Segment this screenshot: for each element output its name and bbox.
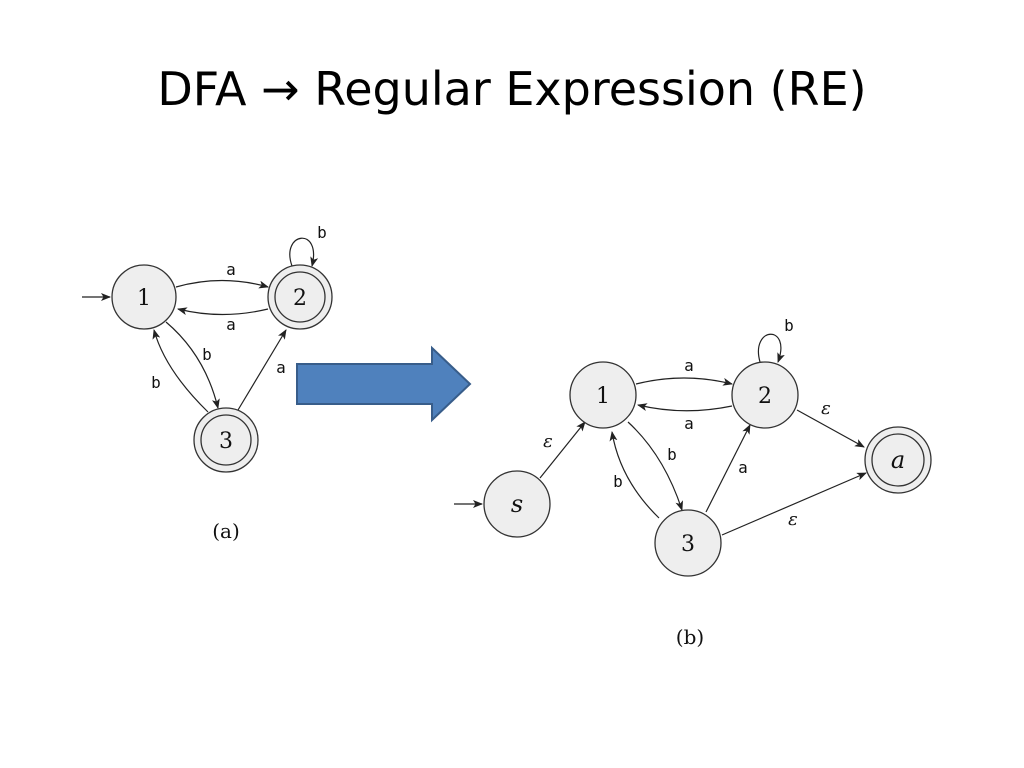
state-label: s — [511, 490, 523, 518]
edge-label: a — [684, 414, 694, 433]
state-b-3: 3 — [654, 509, 722, 577]
state-b-accept: a — [864, 426, 932, 494]
caption-b: (b) — [676, 625, 704, 649]
edge-b-2-2 — [757, 333, 785, 363]
state-label: 3 — [219, 429, 233, 454]
edge-label: b — [317, 223, 327, 242]
edge-a-2-1 — [177, 307, 269, 316]
edge-label: b — [613, 472, 623, 491]
state-b-s: s — [483, 470, 551, 538]
edge-a-2-2 — [289, 237, 319, 267]
edge-label: ε — [788, 509, 798, 530]
edge-label: b — [667, 445, 677, 464]
edge-label: a — [738, 458, 748, 477]
edge-b-2-1 — [637, 403, 733, 412]
edge-label: b — [202, 345, 212, 364]
diagram-b: s 1 2 3 a ε a a b b a b ε ε (b) — [454, 316, 932, 649]
edge-b-2-a — [796, 409, 865, 448]
edge-a-1-3 — [165, 321, 220, 409]
edge-b-1-2 — [635, 377, 733, 386]
state-a-3: 3 — [193, 407, 259, 473]
state-b-1: 1 — [569, 361, 637, 429]
state-label: 1 — [596, 384, 610, 409]
state-label: 3 — [681, 532, 695, 557]
edge-label: a — [276, 358, 286, 377]
state-label: 2 — [293, 286, 307, 311]
caption-a: (a) — [212, 519, 240, 543]
state-b-2: 2 — [731, 361, 799, 429]
edge-label: a — [684, 356, 694, 375]
state-a-1: 1 — [111, 264, 177, 330]
edge-label: a — [226, 260, 236, 279]
slide-title: DFA → Regular Expression (RE) — [157, 62, 867, 116]
edge-label: b — [151, 373, 161, 392]
edge-label: a — [226, 315, 236, 334]
state-label: 2 — [758, 384, 772, 409]
edge-a-1-2 — [175, 279, 269, 289]
state-label: a — [891, 446, 905, 474]
state-label: 1 — [137, 286, 151, 311]
edge-b-3-2 — [705, 424, 751, 513]
edge-a-3-1 — [152, 329, 209, 413]
diagram-a: 1 2 3 a a b b a b (a) — [82, 223, 333, 543]
edge-b-1-3 — [627, 421, 684, 511]
edge-label: ε — [543, 431, 553, 452]
edge-b-3-a — [721, 472, 867, 536]
conversion-arrow-icon — [296, 345, 472, 423]
state-a-2: 2 — [267, 264, 333, 330]
edge-a-3-2 — [237, 329, 287, 411]
edge-label: ε — [821, 398, 831, 419]
edge-b-3-1 — [609, 431, 660, 519]
edge-label: b — [784, 316, 794, 335]
edge-b-s-1 — [539, 421, 586, 479]
